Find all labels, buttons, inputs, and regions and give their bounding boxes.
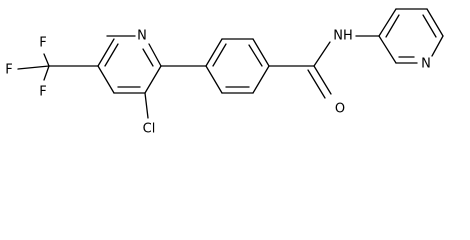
atom-label-fluorine-bottom: F: [39, 85, 46, 100]
bond-c5-c6-double: [104, 43, 119, 67]
pyridyl-ring: [378, 8, 444, 64]
bond-b1-b2: [205, 38, 223, 67]
trifluoromethyl-pyridine-ring: [97, 35, 162, 94]
bond-n1-c2: [148, 43, 162, 67]
atom-label-amide-nh: NH: [333, 29, 353, 44]
bond-p3-p4: [378, 8, 397, 37]
bond-cf3-f-left: [17, 65, 50, 70]
bond-c-o: [313, 65, 332, 95]
bond-c-o-double: [307, 69, 326, 99]
bond-c5-c6: [97, 38, 115, 67]
amide-group: [268, 35, 380, 99]
bond-c2-c3: [144, 65, 162, 94]
atom-label-pyridine-n: N: [137, 29, 147, 44]
bond-c3-cl: [144, 92, 149, 119]
bond-b6-b1: [205, 65, 223, 94]
bond-c-n: [313, 41, 331, 67]
atom-label-carbonyl-oxygen: O: [335, 102, 345, 117]
atom-label-fluorine-left: F: [5, 63, 12, 78]
bond-p6-n1: [431, 35, 444, 57]
atom-label-pyridyl-n: N: [421, 57, 431, 72]
bond-b3-b4: [252, 38, 270, 67]
bond-cf3-f-bottom: [43, 65, 50, 81]
bond-b3-b4-double: [248, 44, 263, 67]
bond-c4-c5: [97, 65, 115, 94]
benzene-ring: [205, 38, 270, 94]
bond-b4-b5: [252, 65, 270, 94]
bond-cf3-f-top: [43, 53, 50, 67]
bond-p2-p3: [378, 35, 397, 64]
bond-p5-p6-double: [422, 14, 437, 38]
atom-label-fluorine-top: F: [39, 36, 46, 51]
bond-p5-p6: [426, 8, 444, 37]
bond-b1-b2-double: [212, 43, 227, 67]
bond-n1-c2-double: [142, 48, 154, 67]
trifluoromethyl-group: [17, 53, 99, 81]
bond-p3-p4-double: [385, 14, 400, 38]
atom-label-chlorine: Cl: [143, 122, 156, 137]
chemical-structure-diagram: N Cl F F F O NH N: [5, 8, 444, 137]
